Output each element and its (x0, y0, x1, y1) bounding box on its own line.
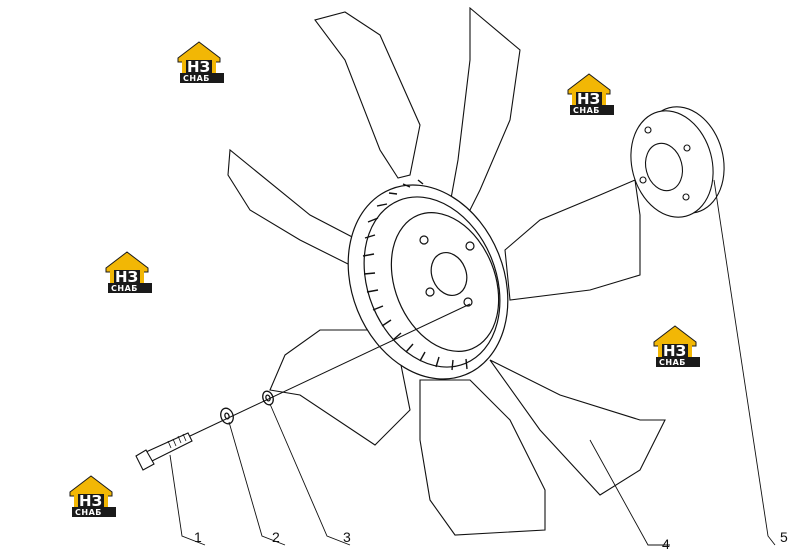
fan-blade (419, 379, 546, 536)
fan-hub (347, 179, 509, 380)
watermark-logo: НЗ СНАБ (567, 73, 615, 116)
fan-blade (269, 329, 411, 446)
callout-4: 4 (662, 536, 670, 552)
hub-bolt-hole (425, 287, 435, 297)
hub-bore (430, 252, 468, 296)
callout-2: 2 (272, 529, 280, 545)
svg-text:СНАБ: СНАБ (111, 284, 138, 293)
fan-blade (227, 148, 359, 266)
hub-teeth (362, 179, 468, 371)
svg-text:СНАБ: СНАБ (573, 106, 600, 115)
svg-text:СНАБ: СНАБ (75, 508, 102, 517)
watermark-logo: НЗ СНАБ (105, 251, 153, 294)
callout-3: 3 (343, 529, 351, 545)
svg-text:СНАБ: СНАБ (183, 74, 210, 83)
svg-text:НЗ: НЗ (187, 58, 210, 76)
hub-bolt-hole (465, 241, 475, 251)
bolt-part (135, 432, 193, 471)
svg-text:НЗ: НЗ (577, 90, 600, 108)
svg-text:НЗ: НЗ (663, 342, 686, 360)
watermark-logo: НЗ СНАБ (177, 41, 225, 84)
watermark-logo: НЗ СНАБ (69, 475, 117, 518)
hub-bolt-hole (419, 235, 429, 245)
callout-labels: 1 2 3 4 5 (194, 529, 788, 552)
callout-1: 1 (194, 529, 202, 545)
lock-washer-part (262, 390, 274, 406)
watermark-logo: НЗ СНАБ (653, 325, 701, 368)
svg-text:СНАБ: СНАБ (659, 358, 686, 367)
spacer-part (630, 106, 725, 218)
fan-blade (447, 6, 521, 221)
fan-blade (489, 359, 666, 496)
assembly-axis-line (189, 303, 471, 437)
svg-text:НЗ: НЗ (79, 492, 102, 510)
leader-lines (169, 179, 776, 546)
fan-blade (504, 179, 641, 301)
callout-5: 5 (780, 529, 788, 545)
fan-blade (314, 11, 421, 179)
fan-blades (227, 6, 666, 536)
svg-text:НЗ: НЗ (115, 268, 138, 286)
